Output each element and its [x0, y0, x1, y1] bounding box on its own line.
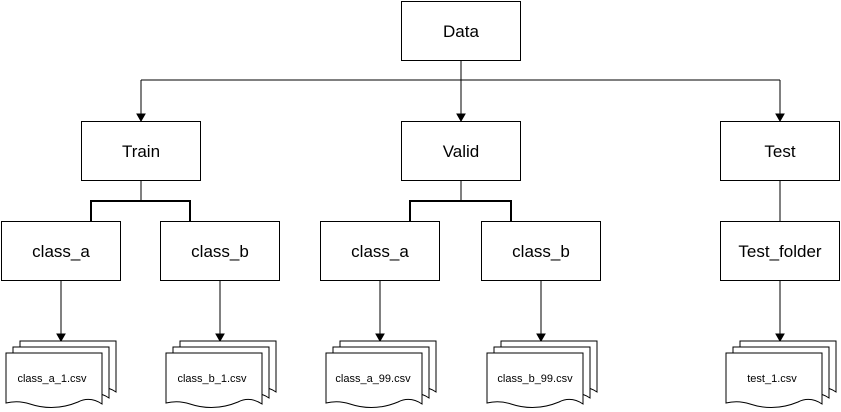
arrowhead-valid	[456, 113, 466, 123]
file-label: class_b_99.csv	[497, 373, 573, 385]
node-train-label: Train	[122, 142, 160, 161]
node-test-folder: Test_folder	[720, 221, 840, 281]
node-valid-class-b-box	[481, 221, 601, 281]
node-valid-class-a-label: class_a	[351, 242, 409, 261]
node-valid: Valid	[401, 121, 521, 181]
bracket-train	[90, 200, 191, 221]
file-label: test_1.csv	[747, 373, 797, 385]
arrowhead-valid-a-file	[375, 333, 385, 343]
node-test-folder-label: Test_folder	[738, 242, 821, 261]
file-stack-valid-class-a: class_a_99.csv	[325, 340, 437, 408]
node-train-class-b-label: class_b	[191, 242, 249, 261]
node-train-class-a-box	[1, 221, 121, 281]
node-test-folder-box	[720, 221, 840, 281]
file-page-front	[725, 352, 823, 408]
connectors-data	[136, 60, 785, 123]
node-valid-class-b-label: class_b	[512, 242, 570, 261]
file-label: class_b_1.csv	[177, 373, 247, 385]
bracket-valid	[409, 200, 512, 221]
node-test: Test	[720, 121, 840, 181]
arrowhead-train-b-file	[215, 333, 225, 343]
node-valid-class-a: class_a	[320, 221, 440, 281]
node-train-box	[81, 121, 201, 181]
node-test-box	[720, 121, 840, 181]
node-test-label: Test	[764, 142, 795, 161]
connectors-split	[90, 181, 781, 221]
node-train-class-b: class_b	[160, 221, 280, 281]
file-page-front	[325, 352, 423, 408]
node-train-class-a: class_a	[1, 221, 121, 281]
connectors-files	[56, 281, 785, 343]
file-stack-train-class-a: class_a_1.csv	[5, 340, 117, 408]
node-valid-label: Valid	[443, 142, 480, 161]
file-stack-test: test_1.csv	[725, 340, 837, 408]
file-page-front	[165, 352, 263, 408]
node-train: Train	[81, 121, 201, 181]
arrowhead-test	[775, 113, 785, 123]
node-train-class-a-label: class_a	[32, 242, 90, 261]
file-stack-valid-class-b: class_b_99.csv	[486, 340, 598, 408]
arrowhead-train-a-file	[56, 333, 66, 343]
file-page-front	[5, 352, 103, 408]
node-data-box	[401, 1, 521, 61]
arrowhead-test-file	[775, 333, 785, 343]
arrowhead-valid-b-file	[536, 333, 546, 343]
file-label: class_a_1.csv	[17, 373, 87, 385]
node-data-label: Data	[443, 22, 479, 41]
node-train-class-b-box	[160, 221, 280, 281]
node-valid-class-a-box	[320, 221, 440, 281]
arrowhead-train	[136, 113, 146, 123]
file-stack-train-class-b: class_b_1.csv	[165, 340, 277, 408]
node-valid-box	[401, 121, 521, 181]
file-page-front	[486, 352, 584, 408]
node-valid-class-b: class_b	[481, 221, 601, 281]
file-label: class_a_99.csv	[335, 373, 411, 385]
node-data: Data	[401, 1, 521, 61]
